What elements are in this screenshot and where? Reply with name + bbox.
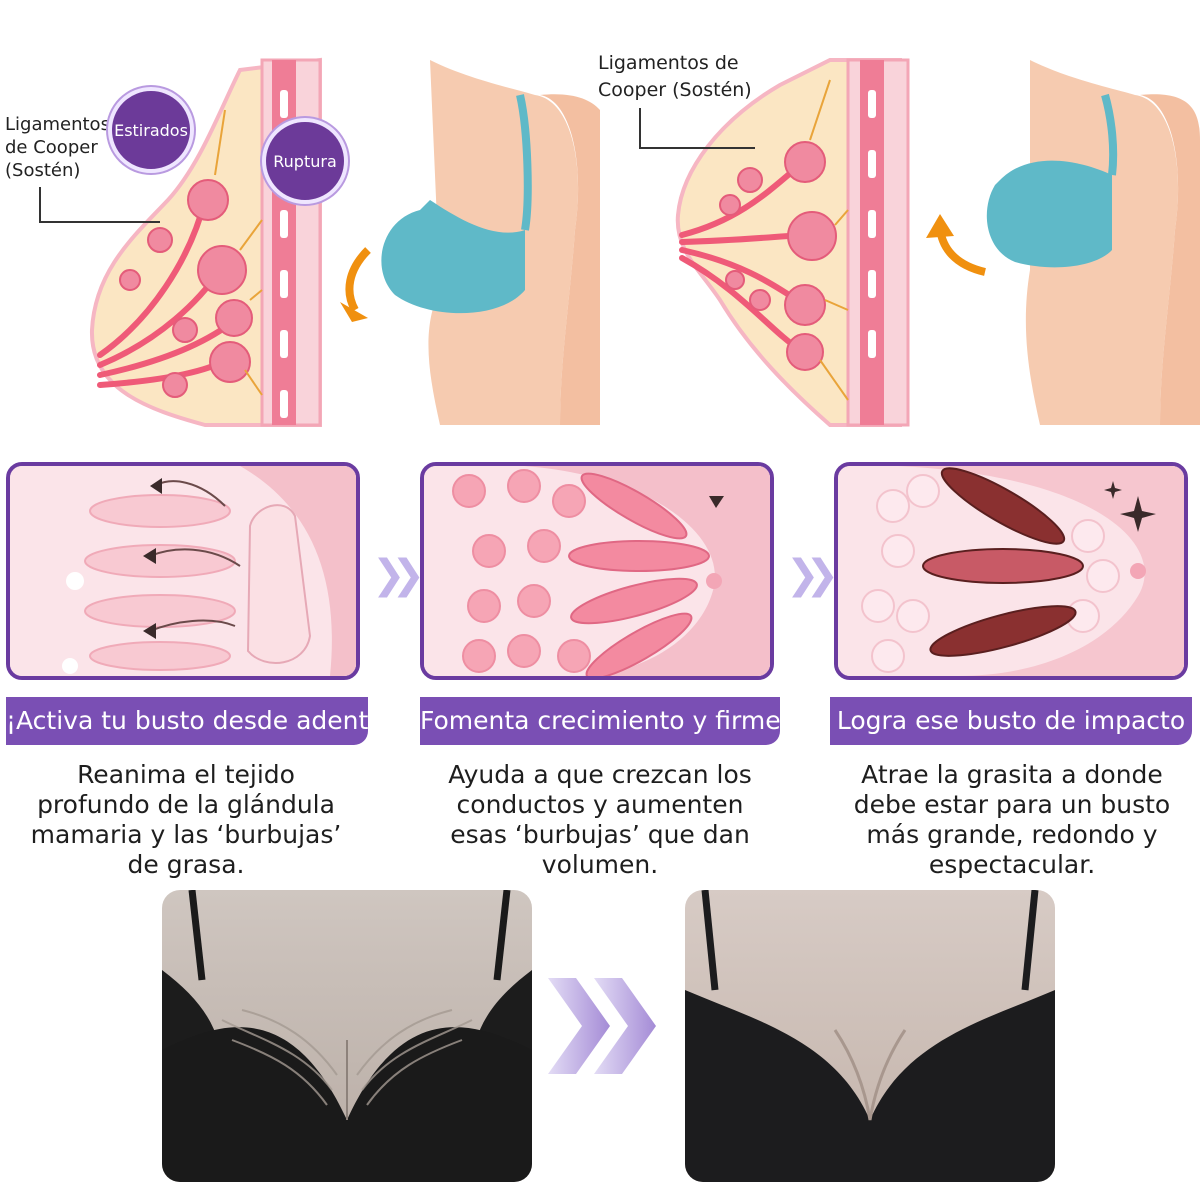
anatomy-sagging-illustration: Ligamentos de Cooper (Sostén) Estirados …	[0, 0, 600, 440]
step-1-illustration	[6, 462, 360, 680]
step-2-illustration	[420, 462, 774, 680]
step-1-description: Reanima el tejido profundo de la glándul…	[6, 760, 366, 880]
before-after-arrow-icon	[548, 978, 656, 1074]
step-2-description: Ayuda a que crezcan los conductos y aume…	[420, 760, 780, 880]
ligament-label-line-3: (Sostén)	[5, 160, 81, 181]
rupture-bubble-label: Ruptura	[273, 151, 337, 171]
ligament-label-line-2: Cooper (Sostén)	[598, 79, 752, 101]
step-arrow-2: ❯❯	[786, 552, 839, 598]
ligament-label-line-1: Ligamentos de	[598, 52, 739, 74]
description-line: Reanima el tejido	[77, 760, 295, 789]
ligament-label-left: Ligamentos de Cooper (Sostén)	[5, 113, 110, 182]
step-3-description: Atrae la grasita a donde debe estar para…	[832, 760, 1192, 880]
description-line: Ayuda a que crezcan los	[448, 760, 752, 789]
step-3-banner: Logra ese busto de impacto	[830, 697, 1192, 745]
rupture-bubble: Ruptura	[262, 118, 348, 204]
description-line: de grasa.	[127, 850, 245, 879]
description-line: debe estar para un busto	[853, 790, 1171, 819]
ligament-label-right: Ligamentos de Cooper (Sostén)	[598, 50, 752, 104]
ligament-label-line-2: de Cooper	[5, 137, 98, 158]
description-line: esas ‘burbujas’ que dan	[450, 820, 750, 849]
step-3-illustration	[834, 462, 1188, 680]
step-1-banner-text: ¡Activa tu busto desde adentro!	[6, 706, 404, 735]
step-arrow-1: ❯❯	[372, 552, 425, 598]
description-line: más grande, redondo y	[866, 820, 1158, 849]
stretched-bubble-label: Estirados	[114, 120, 188, 140]
step-1-banner: ¡Activa tu busto desde adentro!	[6, 697, 403, 745]
description-line: volumen.	[541, 850, 659, 879]
description-line: espectacular.	[928, 850, 1096, 879]
description-line: profundo de la glándula	[37, 790, 335, 819]
before-photo	[162, 890, 532, 1182]
anatomy-lifted-illustration: Ligamentos de Cooper (Sostén)	[598, 0, 1200, 440]
after-photo	[685, 890, 1055, 1182]
description-line: mamaria y las ‘burbujas’	[30, 820, 342, 849]
stretched-bubble: Estirados	[108, 87, 194, 173]
description-line: conductos y aumenten	[456, 790, 744, 819]
step-2-banner: Fomenta crecimiento y firmeza	[420, 697, 809, 745]
step-3-banner-text: Logra ese busto de impacto	[836, 706, 1186, 735]
description-line: Atrae la grasita a donde	[861, 760, 1163, 789]
step-2-banner-text: Fomenta crecimiento y firmeza	[420, 706, 810, 735]
ligament-label-line-1: Ligamentos	[5, 114, 110, 135]
